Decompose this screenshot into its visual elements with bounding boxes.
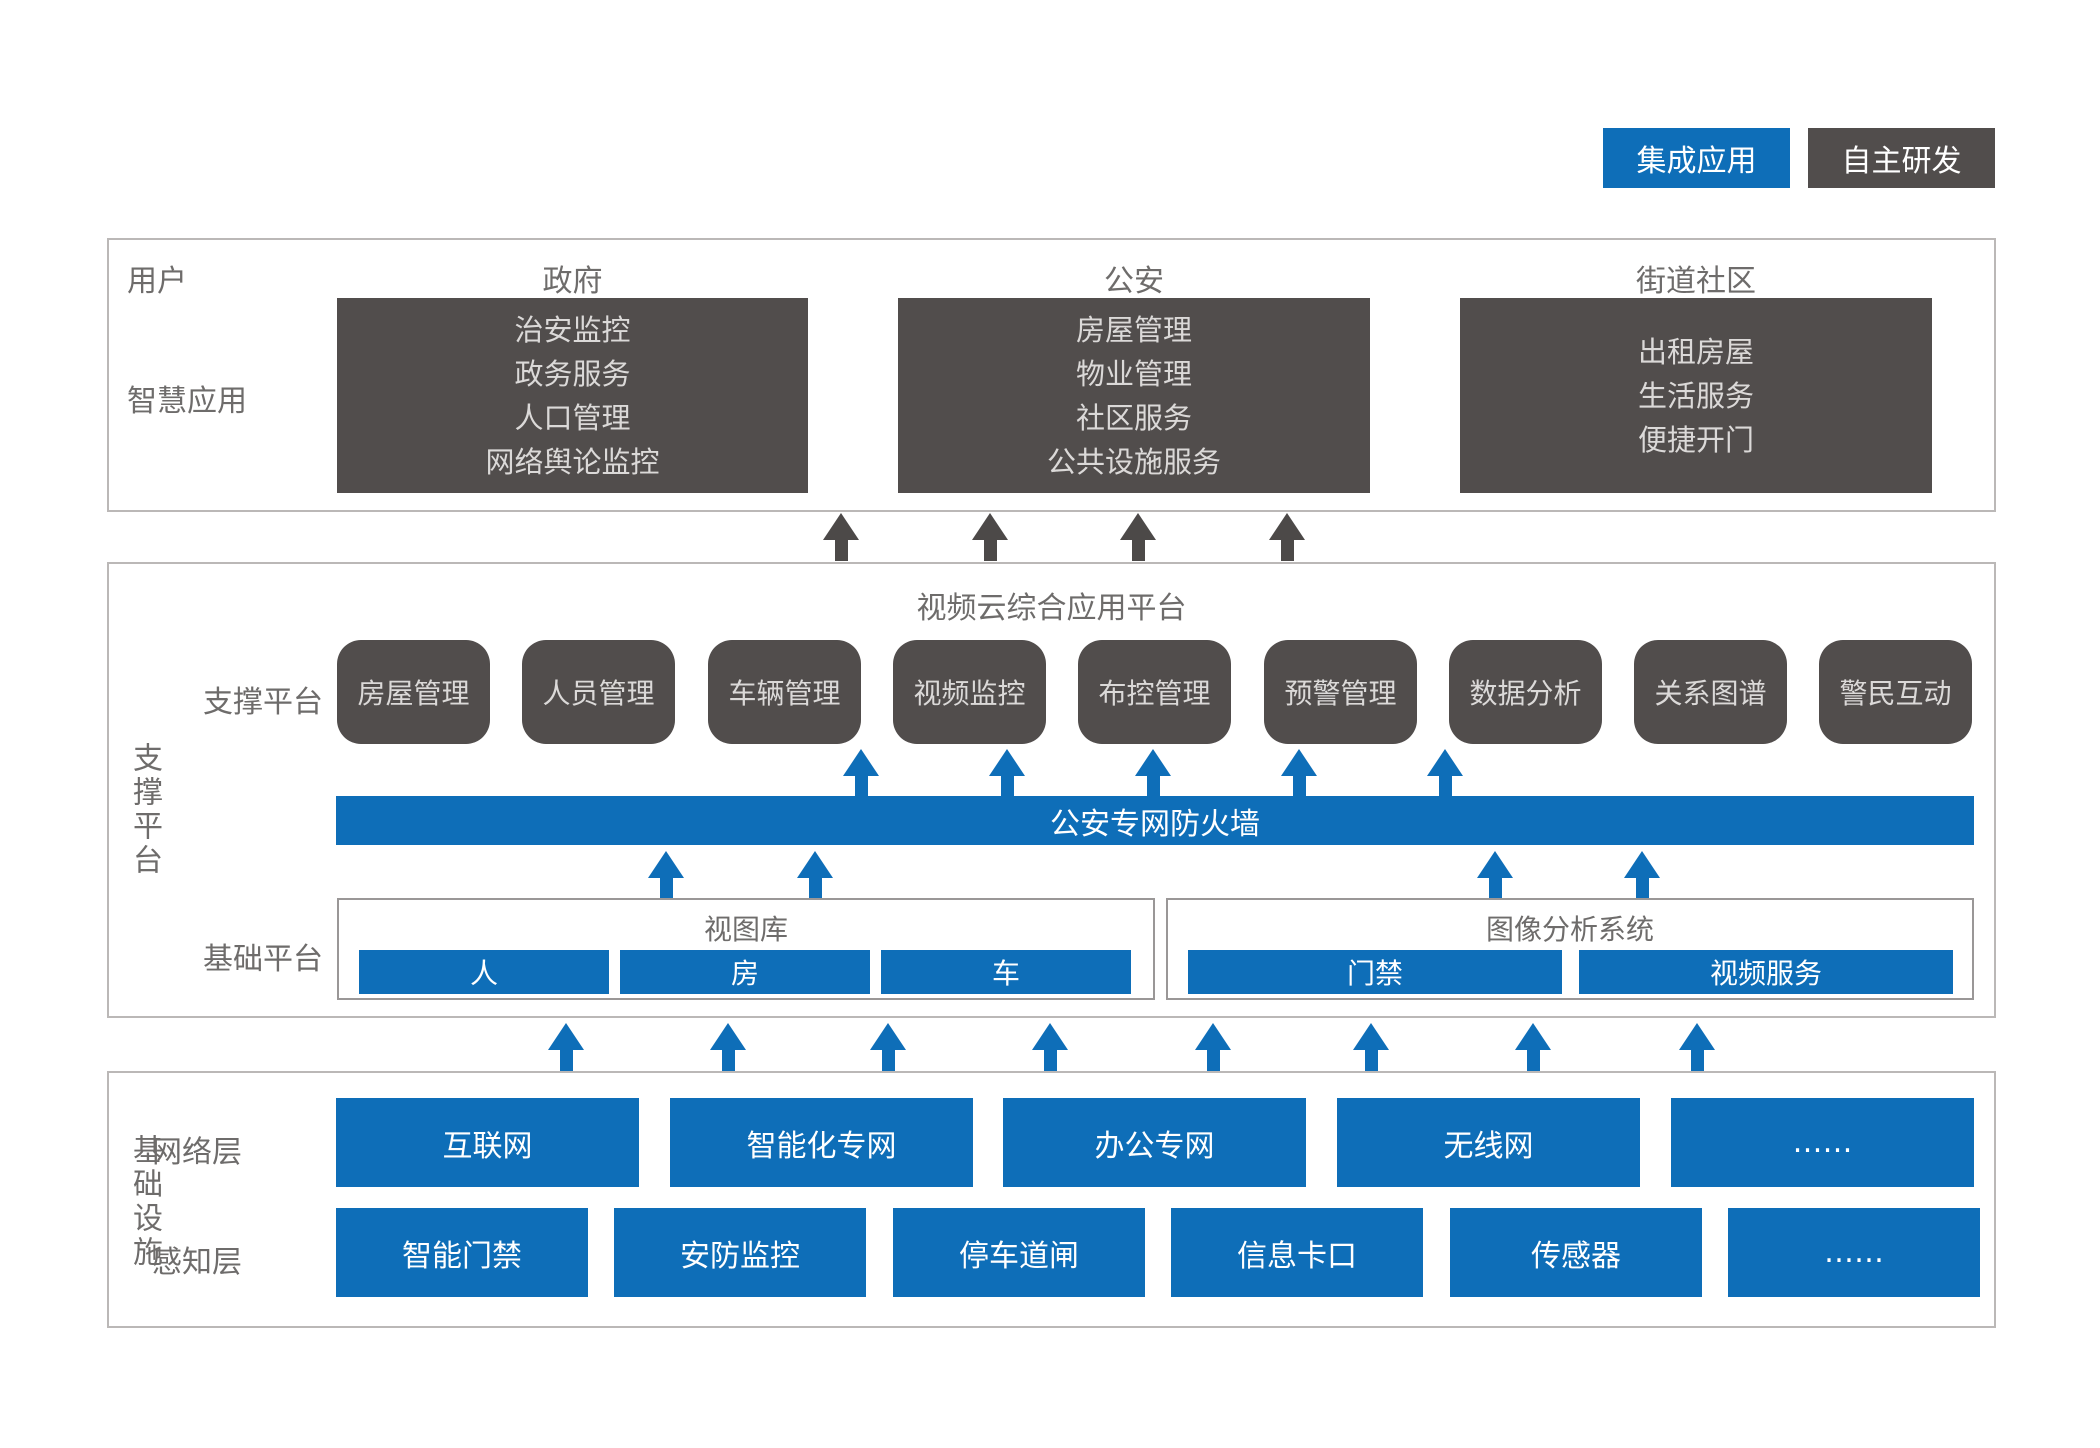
support-chip-video: 视频监控 <box>893 640 1046 744</box>
support-chip-police-citizen: 警民互动 <box>1819 640 1972 744</box>
up-arrow-icon <box>1032 1023 1068 1071</box>
support-chip-personnel: 人员管理 <box>522 640 675 744</box>
support-chip-vehicle: 车辆管理 <box>708 640 861 744</box>
app-item: 人口管理 <box>514 400 631 435</box>
network-box-internet: 互联网 <box>336 1098 639 1187</box>
up-arrow-icon <box>1477 851 1513 898</box>
app-item: 生活服务 <box>1637 378 1754 413</box>
sensor-box-security-monitor: 安防监控 <box>614 1208 866 1297</box>
sensor-box-smart-access: 智能门禁 <box>336 1208 588 1297</box>
network-box-wireless: 无线网 <box>1337 1098 1640 1187</box>
app-item: 房屋管理 <box>1075 312 1192 347</box>
user-row-label: 用户 <box>127 264 187 299</box>
app-item: 出租房屋 <box>1637 334 1754 369</box>
view-library-title: 视图库 <box>703 913 788 946</box>
up-arrow-icon <box>1624 851 1660 898</box>
support-chip-control: 布控管理 <box>1078 640 1231 744</box>
up-arrow-icon <box>1515 1023 1551 1071</box>
up-arrow-icon <box>823 513 859 561</box>
sensor-box-parking-gate: 停车道闸 <box>893 1208 1145 1297</box>
app-item: 公共设施服务 <box>1046 444 1221 479</box>
image-analysis-title: 图像分析系统 <box>1485 913 1654 946</box>
network-box-office-private: 办公专网 <box>1003 1098 1306 1187</box>
network-box-intelligent-private: 智能化专网 <box>670 1098 973 1187</box>
up-arrow-icon <box>1195 1023 1231 1071</box>
app-item: 治安监控 <box>514 312 631 347</box>
sensor-layer-label: 感知层 <box>152 1245 242 1280</box>
up-arrow-icon <box>1679 1023 1715 1071</box>
support-chip-analysis: 数据分析 <box>1449 640 1602 744</box>
firewall-bar: 公安专网防火墙 <box>336 796 1974 845</box>
sensor-box-info-checkpoint: 信息卡口 <box>1171 1208 1423 1297</box>
view-library-item-house: 房 <box>620 950 870 994</box>
network-layer-label: 网络层 <box>152 1135 242 1170</box>
view-library-item-car: 车 <box>881 950 1131 994</box>
infrastructure-side-label: 基础设施 <box>127 1134 162 1270</box>
up-arrow-icon <box>870 1023 906 1071</box>
up-arrow-icon <box>1269 513 1305 561</box>
up-arrow-icon <box>797 851 833 898</box>
support-row-label: 支撑平台 <box>203 685 323 720</box>
column-header-community: 街道社区 <box>1636 264 1756 299</box>
support-platform-side-label: 支撑平台 <box>127 742 162 878</box>
up-arrow-icon <box>989 749 1025 796</box>
app-item: 社区服务 <box>1075 400 1192 435</box>
up-arrow-icon <box>972 513 1008 561</box>
police-apps-box: 房屋管理 物业管理 社区服务 公共设施服务 <box>898 298 1370 493</box>
up-arrow-icon <box>710 1023 746 1071</box>
app-item: 网络舆论监控 <box>485 444 660 479</box>
view-library-item-person: 人 <box>359 950 609 994</box>
image-analysis-item-access: 门禁 <box>1188 950 1562 994</box>
image-analysis-item-video-service: 视频服务 <box>1579 950 1953 994</box>
sensor-box-sensor: 传感器 <box>1450 1208 1702 1297</box>
sensor-box-more: …… <box>1728 1208 1980 1297</box>
support-chip-housing: 房屋管理 <box>337 640 490 744</box>
legend-self-developed: 自主研发 <box>1808 128 1995 188</box>
column-header-police: 公安 <box>1104 264 1164 299</box>
app-item: 政务服务 <box>514 356 631 391</box>
base-row-label: 基础平台 <box>203 942 323 977</box>
column-header-government: 政府 <box>542 264 603 299</box>
up-arrow-icon <box>1120 513 1156 561</box>
up-arrow-icon <box>648 851 684 898</box>
smart-app-row-label: 智慧应用 <box>127 384 247 419</box>
network-box-more: …… <box>1671 1098 1974 1187</box>
up-arrow-icon <box>1135 749 1171 796</box>
community-apps-box: 出租房屋 生活服务 便捷开门 <box>1460 298 1932 493</box>
government-apps-box: 治安监控 政务服务 人口管理 网络舆论监控 <box>337 298 808 493</box>
support-chip-warning: 预警管理 <box>1264 640 1417 744</box>
up-arrow-icon <box>1281 749 1317 796</box>
support-chip-graph: 关系图谱 <box>1634 640 1787 744</box>
up-arrow-icon <box>1427 749 1463 796</box>
image-analysis-box: 图像分析系统 门禁 视频服务 <box>1166 898 1974 1000</box>
app-item: 便捷开门 <box>1637 422 1754 457</box>
up-arrow-icon <box>843 749 879 796</box>
app-item: 物业管理 <box>1075 356 1192 391</box>
legend-integrated-app: 集成应用 <box>1603 128 1790 188</box>
up-arrow-icon <box>1353 1023 1389 1071</box>
up-arrow-icon <box>548 1023 584 1071</box>
platform-title: 视频云综合应用平台 <box>916 591 1187 626</box>
view-library-box: 视图库 人 房 车 <box>337 898 1155 1000</box>
